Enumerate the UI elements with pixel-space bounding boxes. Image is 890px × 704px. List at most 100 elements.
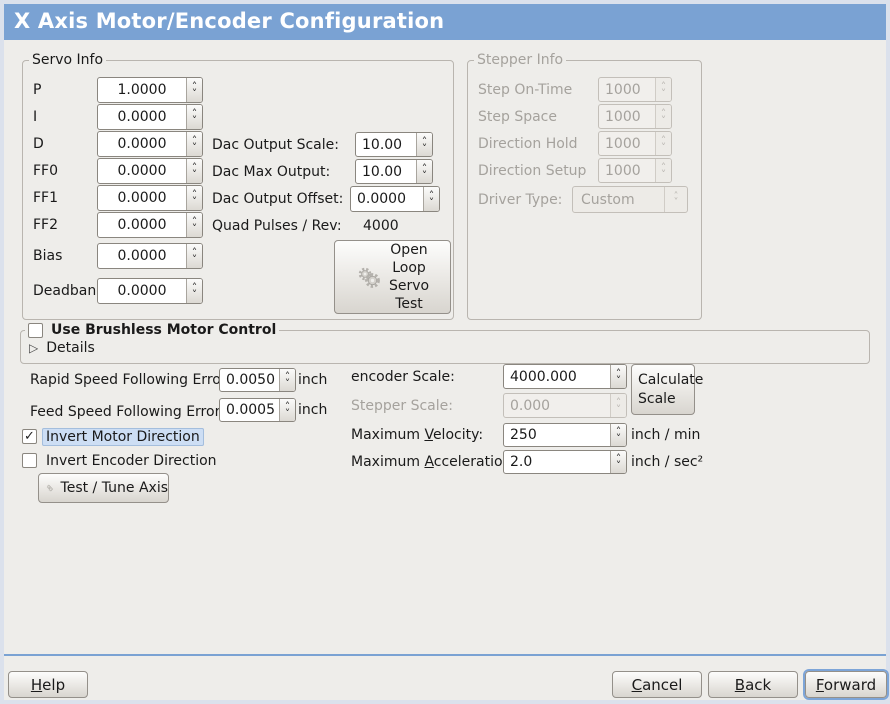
page-title: X Axis Motor/Encoder Configuration bbox=[14, 9, 445, 33]
spin-down-icon[interactable]: ˅ bbox=[284, 377, 291, 390]
driver-type-dropdown: Custom ˄˅ bbox=[572, 186, 688, 213]
cancel-button[interactable]: Cancel bbox=[612, 671, 702, 698]
p-label: P bbox=[33, 82, 42, 98]
spin-down-icon[interactable]: ˅ bbox=[191, 141, 198, 154]
rapid-spin-buttons: ˄˅ bbox=[279, 369, 295, 391]
spin-up-icon[interactable]: ˄ bbox=[191, 246, 198, 259]
spin-down-icon[interactable]: ˅ bbox=[428, 196, 435, 209]
step-space-spin-buttons: ˄˅ bbox=[655, 105, 671, 128]
driver-type-value: Custom bbox=[581, 191, 635, 208]
spin-up-icon[interactable]: ˄ bbox=[191, 161, 198, 174]
feed-following-error-input[interactable]: 0.0005 bbox=[226, 402, 275, 418]
d-spin-buttons: ˄˅ bbox=[186, 132, 202, 156]
spin-down-icon[interactable]: ˅ bbox=[421, 168, 428, 182]
spin-down-icon[interactable]: ˅ bbox=[191, 222, 198, 235]
use-brushless-label: Use Brushless Motor Control bbox=[51, 322, 277, 338]
calculate-scale-button[interactable]: Calculate Scale bbox=[631, 364, 703, 415]
step-space-spinbox: 1000 ˄˅ bbox=[598, 104, 672, 129]
spin-down-icon[interactable]: ˅ bbox=[191, 253, 198, 266]
ff0-input[interactable]: 0.0000 bbox=[117, 163, 167, 179]
test-tune-axis-button[interactable]: Test / Tune Axis bbox=[38, 473, 169, 503]
spin-down-icon: ˅ bbox=[660, 86, 667, 100]
spin-up-icon[interactable]: ˄ bbox=[615, 452, 622, 465]
spin-up-icon[interactable]: ˄ bbox=[428, 189, 435, 202]
details-expander[interactable]: ▷ Details bbox=[29, 340, 95, 356]
max-velocity-input[interactable]: 250 bbox=[510, 427, 537, 443]
invert-motor-checkbox[interactable]: ✓ bbox=[22, 429, 37, 444]
i-input[interactable]: 0.0000 bbox=[117, 109, 167, 125]
spin-up-icon[interactable]: ˄ bbox=[191, 188, 198, 201]
use-brushless-checkbox[interactable] bbox=[28, 322, 43, 338]
ff1-input[interactable]: 0.0000 bbox=[117, 190, 167, 206]
combo-arrows-icon: ˄˅ bbox=[664, 187, 687, 212]
stepper-scale-spinbox: 0.000 ˄˅ bbox=[503, 393, 627, 418]
spin-up-icon[interactable]: ˄ bbox=[191, 107, 198, 120]
servo-info-legend: Servo Info bbox=[29, 52, 107, 68]
encoder-scale-spin-buttons: ˄˅ bbox=[610, 365, 626, 388]
rapid-following-error-input[interactable]: 0.0050 bbox=[226, 372, 275, 388]
spin-down-icon[interactable]: ˅ bbox=[191, 288, 198, 301]
back-button[interactable]: Back bbox=[708, 671, 798, 698]
deadband-input[interactable]: 0.0000 bbox=[117, 283, 167, 299]
ff1-spinbox: 0.0000 ˄˅ bbox=[97, 185, 203, 211]
spin-up-icon[interactable]: ˄ bbox=[615, 366, 622, 380]
ff0-spinbox: 0.0000 ˄˅ bbox=[97, 158, 203, 184]
spin-down-icon[interactable]: ˅ bbox=[191, 114, 198, 127]
i-spinbox: 0.0000 ˄˅ bbox=[97, 104, 203, 130]
invert-encoder-checkbox[interactable] bbox=[22, 453, 37, 468]
encoder-scale-input[interactable]: 4000.000 bbox=[510, 368, 577, 385]
dac-output-scale-input[interactable]: 10.00 bbox=[362, 136, 403, 153]
help-button[interactable]: Help bbox=[8, 671, 88, 698]
d-spinbox: 0.0000 ˄˅ bbox=[97, 131, 203, 157]
stepper-scale-input: 0.000 bbox=[510, 397, 551, 414]
ff2-spin-buttons: ˄˅ bbox=[186, 213, 202, 237]
title-bar bbox=[4, 4, 886, 40]
spin-down-icon[interactable]: ˅ bbox=[615, 432, 622, 445]
spin-down-icon[interactable]: ˅ bbox=[191, 195, 198, 208]
invert-encoder-label[interactable]: Invert Encoder Direction bbox=[46, 453, 217, 469]
spin-up-icon[interactable]: ˄ bbox=[191, 80, 198, 93]
bias-input[interactable]: 0.0000 bbox=[117, 248, 167, 264]
max-accel-label: Maximum Acceleration: bbox=[351, 454, 517, 470]
step-space-input: 1000 bbox=[605, 108, 641, 125]
ff1-spin-buttons: ˄˅ bbox=[186, 186, 202, 210]
spin-up-icon[interactable]: ˄ bbox=[284, 370, 291, 383]
stepper-info-frame: Stepper Info bbox=[467, 52, 702, 320]
spin-down-icon[interactable]: ˅ bbox=[615, 373, 622, 387]
spin-down-icon[interactable]: ˅ bbox=[191, 87, 198, 100]
step-on-time-input: 1000 bbox=[605, 81, 641, 98]
open-loop-servo-test-button[interactable]: Open Loop Servo Test bbox=[334, 240, 451, 314]
max-accel-input[interactable]: 2.0 bbox=[510, 454, 533, 470]
spin-up-icon[interactable]: ˄ bbox=[191, 134, 198, 147]
dac-max-output-input[interactable]: 10.00 bbox=[362, 163, 403, 180]
spin-up-icon[interactable]: ˄ bbox=[615, 425, 622, 438]
spin-down-icon: ˅ bbox=[660, 140, 667, 154]
ff2-input[interactable]: 0.0000 bbox=[117, 217, 167, 233]
spin-up-icon[interactable]: ˄ bbox=[421, 161, 428, 175]
spin-down-icon[interactable]: ˅ bbox=[615, 459, 622, 472]
spin-down-icon[interactable]: ˅ bbox=[191, 168, 198, 181]
spin-down-icon[interactable]: ˅ bbox=[421, 141, 428, 155]
stepper-scale-label: Stepper Scale: bbox=[351, 398, 453, 414]
bias-label: Bias bbox=[33, 248, 63, 264]
p-input[interactable]: 1.0000 bbox=[117, 82, 167, 98]
forward-button[interactable]: Forward bbox=[805, 671, 887, 698]
brushless-frame: Use Brushless Motor Control ▷ Details bbox=[20, 322, 870, 364]
max-velocity-label: Maximum Velocity: bbox=[351, 427, 484, 443]
spin-down-icon[interactable]: ˅ bbox=[284, 407, 291, 420]
spin-up-icon[interactable]: ˄ bbox=[421, 134, 428, 148]
dac-scale-spin-buttons: ˄˅ bbox=[416, 133, 432, 156]
invert-motor-label[interactable]: Invert Motor Direction bbox=[42, 428, 204, 446]
spin-down-icon: ˅ bbox=[660, 167, 667, 181]
spin-up-icon[interactable]: ˄ bbox=[191, 281, 198, 294]
direction-setup-spin-buttons: ˄˅ bbox=[655, 159, 671, 182]
spin-up-icon[interactable]: ˄ bbox=[284, 400, 291, 413]
rapid-unit-label: inch bbox=[298, 372, 328, 388]
checkmark-icon: ✓ bbox=[24, 428, 35, 444]
test-tune-axis-label: Test / Tune Axis bbox=[60, 480, 168, 496]
d-input[interactable]: 0.0000 bbox=[117, 136, 167, 152]
spin-up-icon[interactable]: ˄ bbox=[191, 215, 198, 228]
dac-output-offset-input[interactable]: 0.0000 bbox=[357, 191, 406, 207]
ff1-label: FF1 bbox=[33, 190, 59, 206]
quad-pulses-label: Quad Pulses / Rev: bbox=[212, 218, 342, 234]
